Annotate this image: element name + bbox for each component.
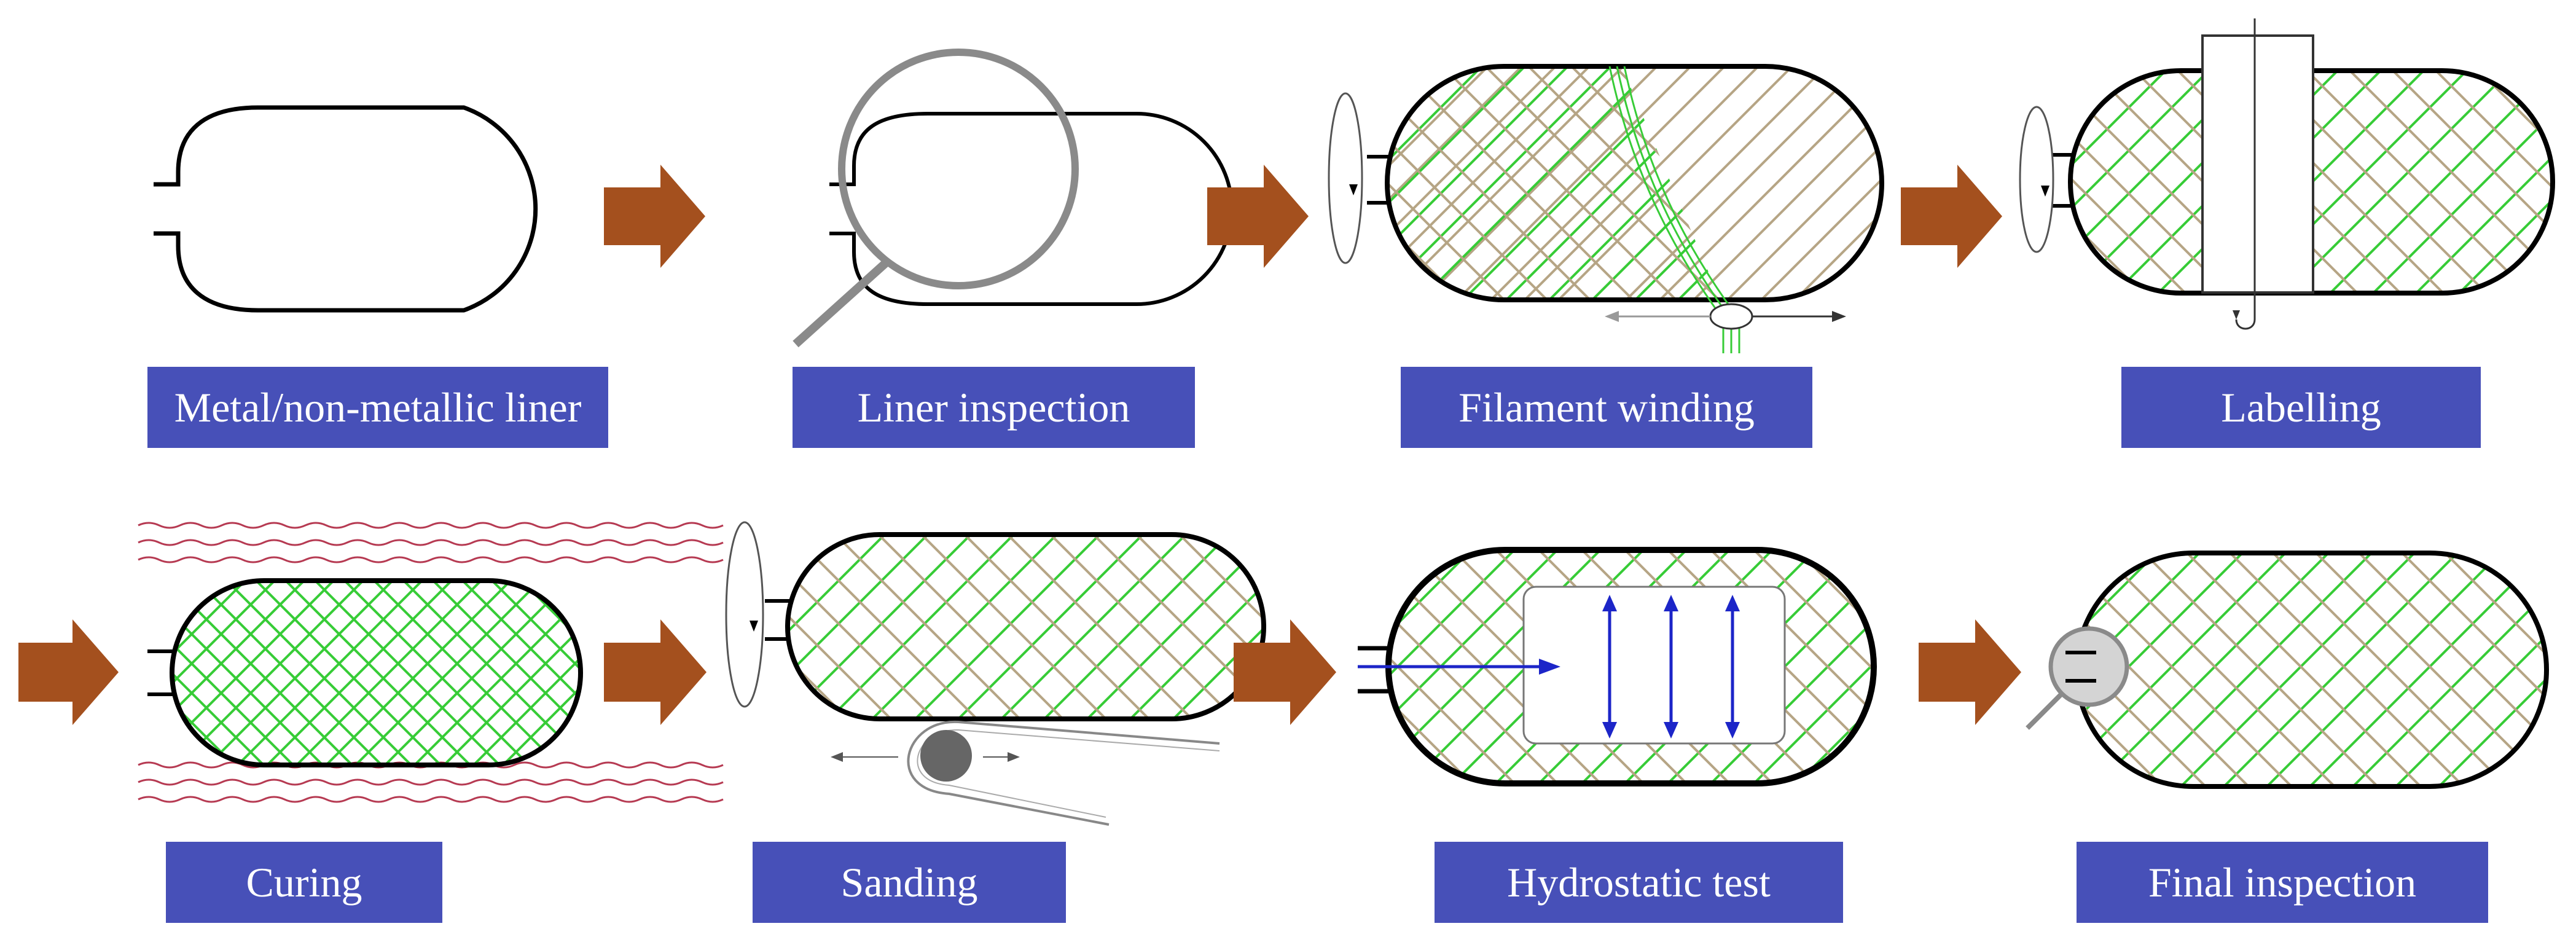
magnifier-icon	[793, 49, 1079, 348]
process-arrow	[18, 619, 119, 725]
process-arrow	[1919, 619, 2021, 725]
liner-vessel	[154, 105, 538, 313]
step-label-liner-inspection: Liner inspection	[793, 367, 1195, 448]
hydrostatic-vessel	[1358, 547, 1877, 786]
roller-icon	[831, 720, 1220, 826]
process-arrow	[1901, 165, 2002, 268]
process-arrow	[1234, 619, 1336, 725]
curing-vessel	[147, 578, 583, 767]
step-label-final-inspection: Final inspection	[2077, 842, 2488, 923]
filament-winding-vessel	[1328, 64, 1884, 302]
process-arrow	[604, 165, 705, 268]
step-label-liner: Metal/non-metallic liner	[147, 367, 608, 448]
label-band	[2201, 18, 2314, 330]
pressure-arrow-icon	[1358, 595, 1740, 739]
magnifier-icon	[2026, 626, 2129, 730]
process-arrow	[604, 619, 707, 725]
heat-wave-icon	[137, 522, 724, 803]
liner-inspection-vessel	[829, 112, 1234, 306]
spool-icon	[1605, 66, 1846, 353]
final-inspection-vessel	[2074, 551, 2549, 789]
sanding-vessel	[725, 521, 1266, 721]
step-label-filament-winding: Filament winding	[1401, 367, 1812, 448]
process-arrow	[1207, 165, 1309, 268]
step-label-hydrostatic-test: Hydrostatic test	[1435, 842, 1843, 923]
step-label-curing: Curing	[166, 842, 442, 923]
step-label-labelling: Labelling	[2121, 367, 2481, 448]
step-label-sanding: Sanding	[753, 842, 1066, 923]
